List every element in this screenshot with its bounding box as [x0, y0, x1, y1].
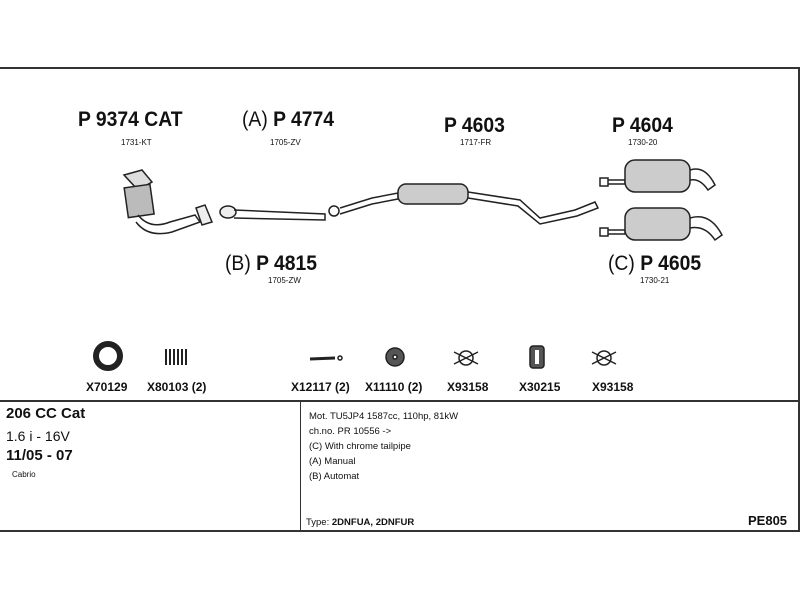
accessory-label[interactable]: X93158	[447, 380, 489, 394]
type-label: Type:	[306, 517, 330, 528]
rear-muffler-part	[599, 159, 716, 193]
part-label-p4815[interactable]: (B) P 4815	[225, 252, 317, 276]
accessory-icons	[93, 341, 617, 371]
part-number: P 4815	[256, 252, 318, 275]
part-number: P 4604	[612, 114, 673, 137]
part-code: 1730-21	[640, 276, 670, 285]
part-label-p4604[interactable]: P 4604	[612, 114, 673, 138]
divider	[0, 400, 800, 402]
part-label-p9374[interactable]: P 9374 CAT	[78, 108, 183, 132]
center-pipe-part	[339, 183, 600, 225]
vehicle-engine: 1.6 i - 16V	[6, 428, 70, 444]
part-code: 1717-FR	[460, 138, 492, 147]
divider-vertical	[300, 401, 301, 532]
part-number: P 4605	[640, 252, 702, 275]
type-line: Type: 2DNFUA, 2DNFUR	[306, 517, 414, 528]
vehicle-body: Cabrio	[12, 470, 36, 479]
notes: Mot. TU5JP4 1587cc, 110hp, 81kW ch.no. P…	[309, 409, 458, 484]
accessory-label[interactable]: X12117 (2)	[291, 380, 350, 394]
part-variant: (C)	[608, 252, 641, 275]
accessory-label[interactable]: X11110 (2)	[365, 380, 423, 394]
note-line: Mot. TU5JP4 1587cc, 110hp, 81kW	[309, 411, 459, 422]
part-code: 1730-20	[628, 138, 658, 147]
note-line: (C) With chrome tailpipe	[309, 441, 411, 452]
part-label-p4605[interactable]: (C) P 4605	[608, 252, 701, 276]
part-code: 1705-ZV	[270, 138, 301, 147]
part-label-p4603[interactable]: P 4603	[444, 114, 505, 138]
accessory-label[interactable]: X93158	[592, 380, 634, 394]
catalyst-part	[122, 169, 214, 235]
part-code: 1731-KT	[121, 138, 152, 147]
part-variant: (B)	[225, 252, 257, 275]
vehicle-model: 206 CC Cat	[6, 405, 86, 422]
type-value: 2DNFUA, 2DNFUR	[331, 517, 415, 528]
note-line: (A) Manual	[309, 456, 356, 467]
accessory-label[interactable]: X70129	[86, 380, 128, 394]
diagram-frame	[0, 67, 800, 532]
note-line: (B) Automat	[309, 471, 360, 482]
part-label-p4774[interactable]: (A) P 4774	[242, 108, 334, 132]
part-number: P 9374 CAT	[78, 108, 183, 131]
accessory-label[interactable]: X30215	[519, 380, 561, 394]
note-line: ch.no. PR 10556 ->	[309, 426, 392, 437]
part-number: P 4774	[273, 108, 335, 131]
rear-muffler-chrome-part	[599, 207, 723, 242]
part-code: 1705-ZW	[268, 276, 301, 285]
accessory-label[interactable]: X80103 (2)	[147, 380, 207, 394]
vehicle-years: 11/05 - 07	[6, 447, 73, 464]
part-variant: (A)	[242, 108, 274, 131]
reference-code: PE805	[748, 513, 788, 528]
part-number: P 4603	[444, 114, 505, 137]
front-pipe-part	[219, 205, 340, 221]
